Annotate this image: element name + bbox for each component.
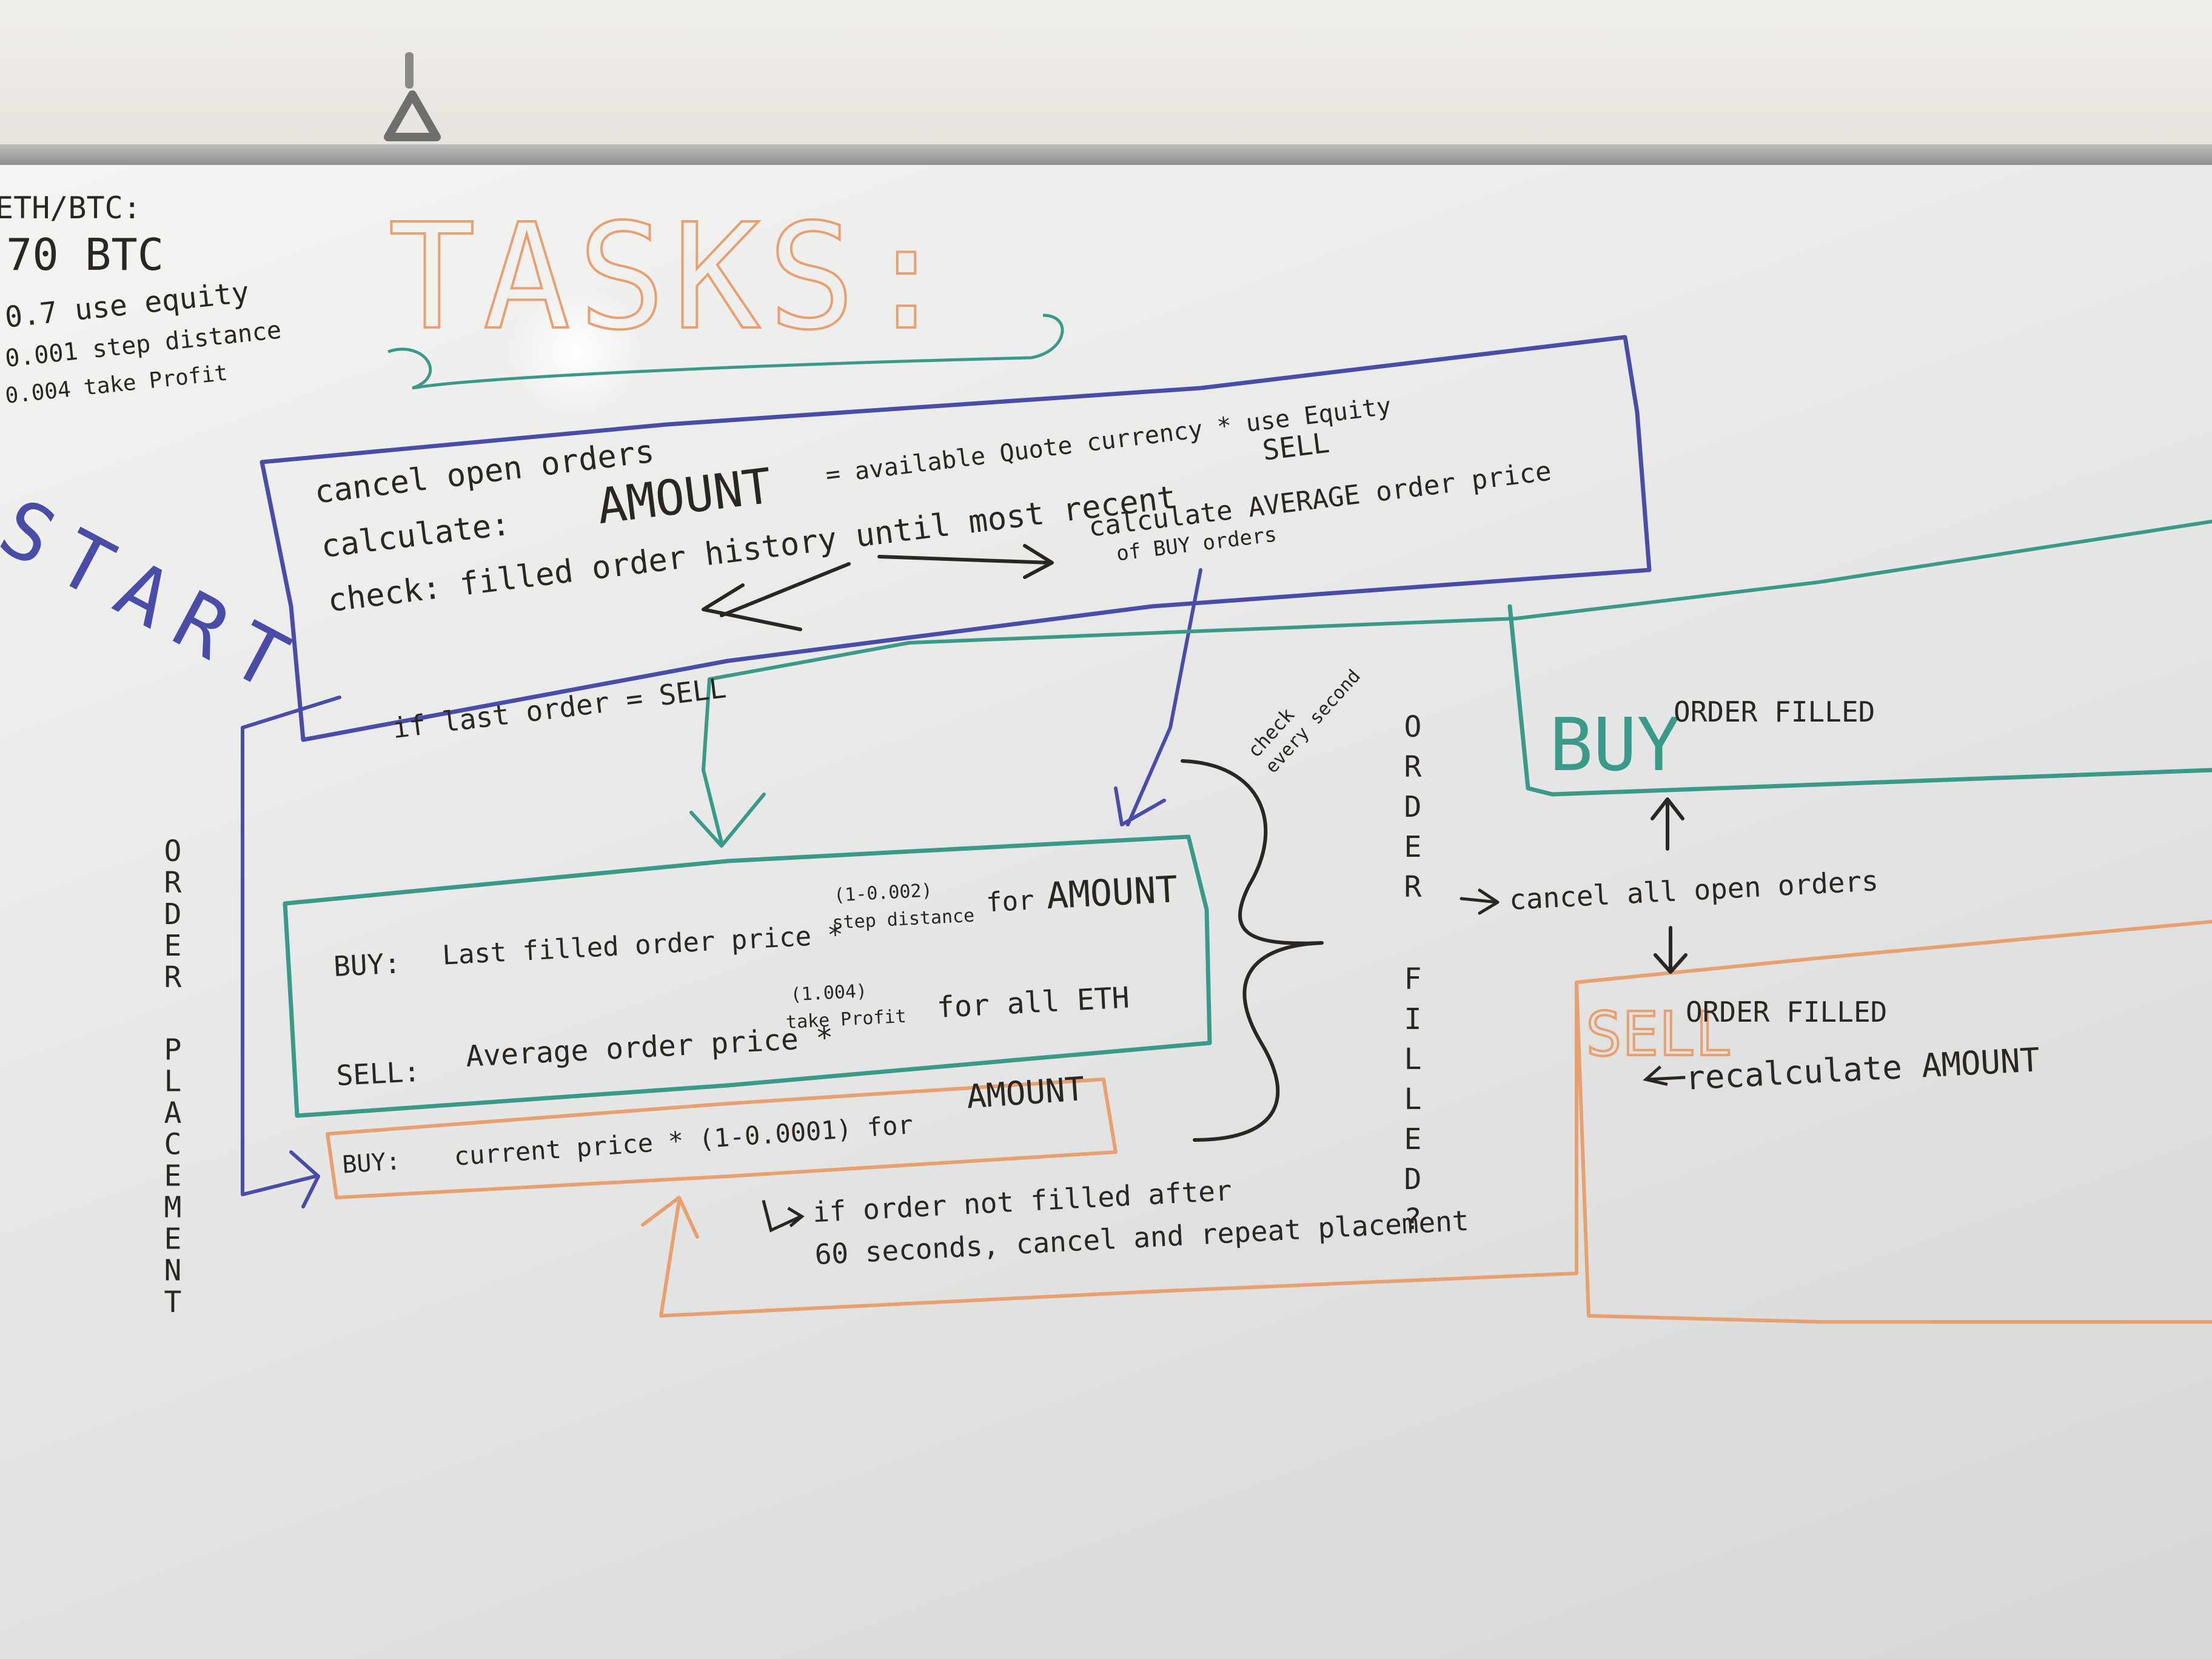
arrow-to-cancel bbox=[1460, 888, 1500, 915]
note-btc: 70 BTC bbox=[6, 229, 164, 280]
green-sell-factor-top: (1.004) bbox=[790, 980, 868, 1006]
cancel-all-label: cancel all open orders bbox=[1509, 864, 1879, 916]
order-filled-letter: F bbox=[1404, 962, 1422, 996]
blue-arrow-head-left bbox=[289, 1150, 320, 1208]
arrow-to-sell-branch bbox=[702, 562, 851, 631]
green-buy-amount: AMOUNT bbox=[1045, 868, 1179, 917]
start-block-outline bbox=[260, 335, 1652, 742]
whiteboard-frame bbox=[0, 144, 2212, 166]
order-placement-letter: T bbox=[164, 1285, 182, 1319]
green-loop-line bbox=[708, 520, 2212, 681]
sell-filled-big: SELL bbox=[1586, 999, 1732, 1070]
start-label: START bbox=[0, 481, 318, 716]
arrow-to-average bbox=[877, 544, 1054, 579]
orange-arrow-head bbox=[641, 1196, 699, 1239]
buy-filled-small: ORDER FILLED bbox=[1674, 695, 1875, 728]
order-filled-letter: O bbox=[1404, 710, 1422, 744]
recalculate-label: recalculate AMOUNT bbox=[1684, 1041, 2041, 1098]
green-buy-text: Last filled order price * bbox=[441, 919, 844, 971]
sell-filled-box bbox=[1575, 980, 2212, 1324]
order-filled-letter: L bbox=[1404, 1082, 1422, 1116]
order-placement-letter: D bbox=[164, 897, 182, 931]
green-sell-text: Average order price * bbox=[465, 1021, 834, 1074]
order-placement-letter: A bbox=[164, 1096, 182, 1130]
recalc-arrow bbox=[1643, 1065, 1686, 1086]
sell-filled-small: ORDER FILLED bbox=[1686, 996, 1887, 1028]
order-filled-letter: R bbox=[1404, 870, 1422, 904]
order-placement-letter: R bbox=[164, 960, 182, 994]
orange-buy-prefix: BUY: bbox=[341, 1147, 401, 1179]
order-placement-letter: E bbox=[164, 1222, 182, 1256]
order-filled-letter: I bbox=[1404, 1002, 1422, 1036]
note-pair: ETH/BTC: bbox=[0, 190, 141, 226]
orange-buy-amount: AMOUNT bbox=[965, 1070, 1086, 1116]
order-placement-letter: R bbox=[164, 866, 182, 900]
green-buy-prefix: BUY: bbox=[333, 947, 401, 983]
green-sell-prefix: SELL: bbox=[335, 1055, 421, 1092]
start-line-sell: SELL bbox=[1261, 426, 1332, 467]
order-placement-letter: P bbox=[164, 1033, 182, 1067]
order-placement-letter: L bbox=[164, 1065, 182, 1099]
arrow-up-buy-filled bbox=[1651, 797, 1684, 851]
green-buy-factor-bottom: step distance bbox=[832, 905, 975, 934]
order-placement-letter: C bbox=[164, 1128, 182, 1162]
order-placement-letter: E bbox=[164, 929, 182, 963]
buy-filled-big: BUY bbox=[1549, 703, 1681, 788]
green-sell-for: for all ETH bbox=[936, 980, 1130, 1025]
retry-arrow bbox=[762, 1199, 805, 1233]
order-filled-letter: D bbox=[1404, 1162, 1422, 1196]
title-swirl bbox=[387, 313, 1064, 390]
blue-flow-line-average bbox=[1126, 568, 1202, 826]
blue-arrow-head-down bbox=[1114, 786, 1166, 826]
order-filled-letter: L bbox=[1404, 1042, 1422, 1076]
order-filled-letter: ? bbox=[1404, 1202, 1422, 1236]
arrow-down-sell-filled bbox=[1654, 926, 1687, 974]
green-sell-factor-bottom: take Profit bbox=[785, 1006, 907, 1033]
blue-flow-line bbox=[241, 695, 341, 1196]
green-buy-for: for bbox=[985, 885, 1035, 918]
start-line-calc-prefix: calculate: bbox=[319, 506, 512, 565]
tasks-title: TASKS: bbox=[388, 192, 957, 362]
green-flow-line bbox=[702, 677, 723, 845]
green-placement-box bbox=[283, 834, 1212, 1118]
order-filled-letter: E bbox=[1404, 830, 1422, 864]
orange-retry-loop bbox=[659, 920, 2212, 1318]
wall bbox=[0, 0, 2212, 146]
order-filled-letter: R bbox=[1404, 750, 1422, 784]
light-glare bbox=[509, 285, 643, 418]
green-arrow-head bbox=[689, 793, 766, 848]
order-placement-letter: M bbox=[164, 1191, 182, 1225]
order-filled-letter: D bbox=[1404, 790, 1422, 824]
order-placement-letter: N bbox=[164, 1254, 182, 1288]
buy-filled-box bbox=[1507, 604, 2212, 797]
whiteboard-surface bbox=[0, 165, 2212, 1659]
orange-buy-box bbox=[326, 1078, 1118, 1199]
brace bbox=[1181, 759, 1324, 1142]
green-buy-factor-top: (1-0.002) bbox=[833, 880, 933, 906]
wall-hook bbox=[384, 52, 441, 141]
order-placement-letter: O bbox=[164, 834, 182, 868]
start-line-if-sell: if last order = SELL bbox=[390, 671, 728, 745]
order-placement-letter: E bbox=[164, 1159, 182, 1193]
order-filled-letter: E bbox=[1404, 1122, 1422, 1156]
